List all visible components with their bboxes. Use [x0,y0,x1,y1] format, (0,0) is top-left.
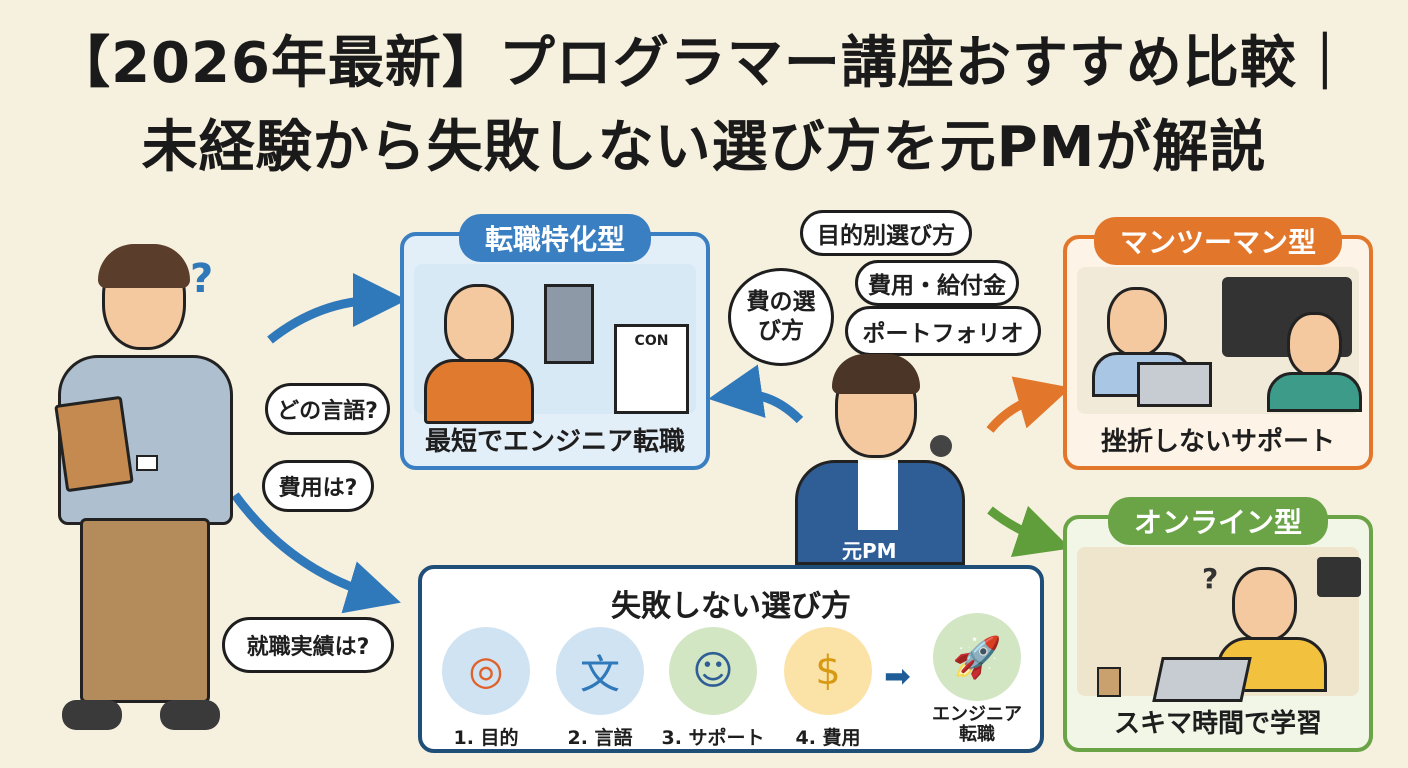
orange-jacket [424,359,534,424]
arrow-to-career [267,273,407,344]
one-on-one-card: マンツーマン型 挫折しないサポート [1063,217,1373,470]
arrow-pm-to-career [708,364,804,424]
step-support: ☺ 3. サポート [658,627,768,750]
chat-translate-icon: 文 [556,627,644,715]
arrow-to-mentor [986,376,1071,433]
career-card-caption: 最短でエンジニア転職 [424,427,685,457]
career-scene: CON [414,264,696,424]
pm-bubble-cost-subsidy: 費用・給付金 [855,260,1019,306]
arrow-to-steps [231,492,401,614]
online-learner-icon [1232,567,1297,642]
step-goal: 🚀 エンジニア 転職 [922,613,1032,745]
learner-pants [80,518,210,703]
id-badge-icon [136,455,158,471]
money-hand-icon: $ [784,627,872,715]
question-bubble-cost: 費用は? [262,460,374,512]
microphone-icon [930,435,952,457]
question-mark: ? [1202,562,1219,595]
online-card: ? オンライン型 スキマ時間で学習 [1063,497,1373,752]
career-card-title: 転職特化型 [458,214,652,262]
pm-hair [832,354,920,394]
pm-illustration: 元PM [770,354,990,565]
steps-title: 失敗しない選び方 [611,589,851,624]
title-line-1: 【2026年最新】プログラマー講座おすすめ比較｜ [54,31,1354,96]
question-bubble-language: どの言語? [265,383,390,435]
pm-bubble-fee-choice: 費の選び方 [728,268,834,366]
arrow-right-icon: ➡ [884,657,911,695]
mentor-person-icon [1287,312,1342,377]
laptop-icon [1137,362,1212,407]
question-mark: ? [190,256,214,302]
happy-person-icon [444,284,514,364]
coffee-cup-icon [1097,667,1121,697]
mentor-scene [1077,267,1362,414]
career-focused-card: CON 転職特化型 最短でエンジニア転職 [400,214,710,470]
online-card-title: オンライン型 [1107,497,1329,545]
pm-bubble-portfolio: ポートフォリオ [845,306,1041,356]
step-language: 文 2. 言語 [554,627,646,750]
contract-document-icon: CON [614,324,689,414]
learner-shoe-right [160,700,220,730]
student-person-icon [1107,287,1167,357]
building-icon [544,284,594,364]
pm-label: 元PM [842,539,897,563]
learner-hair [98,244,190,288]
selection-steps-card: 失敗しない選び方 ◎ 1. 目的 文 2. 言語 ☺ 3. サポート $ 4. … [418,565,1044,753]
cafe-sign-icon [1317,557,1361,597]
arrow-to-online [987,505,1071,558]
pm-bubble-purpose: 目的別選び方 [800,210,972,256]
learner-illustration: ? [40,244,260,750]
online-card-caption: スキマ時間で学習 [1113,709,1322,739]
mentor-shirt [1267,372,1362,412]
title-line-2: 未経験から失敗しない選び方を元PMが解説 [141,115,1267,180]
question-bubble-results: 就職実績は? [222,617,394,673]
one-on-one-card-caption: 挫折しないサポート [1100,427,1335,457]
headset-support-icon: ☺ [669,627,757,715]
learner-shoe-left [62,700,122,730]
target-icon: ◎ [442,627,530,715]
step-cost: $ 4. 費用 [782,627,874,750]
step-purpose: ◎ 1. 目的 [440,627,532,750]
rocket-icon: 🚀 [933,613,1021,701]
pm-shirt [858,460,898,530]
clipboard-icon [54,395,134,493]
one-on-one-card-title: マンツーマン型 [1093,217,1343,265]
laptop-icon [1152,657,1252,702]
cafe-scene: ? [1077,547,1361,702]
